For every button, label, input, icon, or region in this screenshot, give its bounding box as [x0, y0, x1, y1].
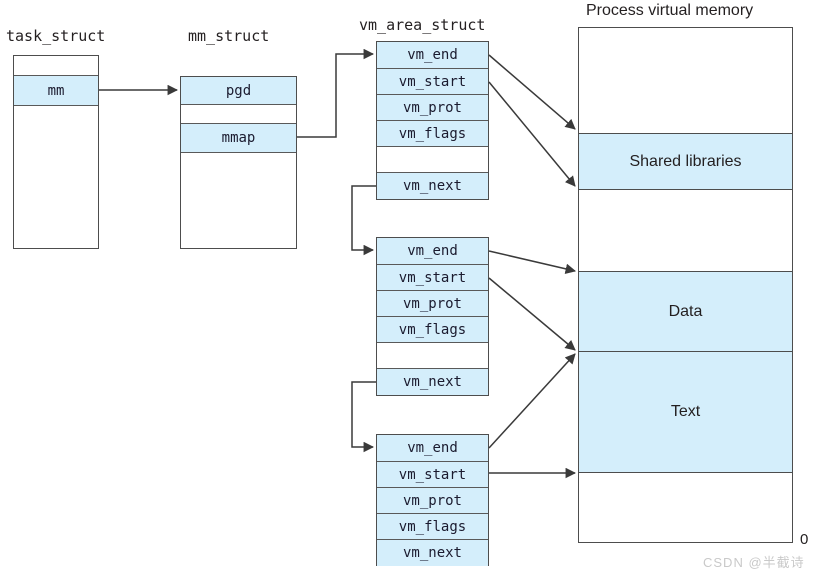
vma-3-row-vm-start: vm_start — [377, 462, 488, 488]
process-virtual-memory-title: Process virtual memory — [586, 2, 754, 19]
segment-text: Text — [579, 351, 792, 473]
mm-struct-row-1 — [181, 105, 296, 124]
task-struct-row-2 — [14, 106, 98, 247]
vma-2-row-vm-start: vm_start — [377, 265, 488, 291]
vma-3-row-vm-prot: vm_prot — [377, 488, 488, 514]
vma-1-row-vm-flags: vm_flags — [377, 121, 488, 147]
vma-3-row-vm-next: vm_next — [377, 540, 488, 566]
arrow-mmap-to-vma1 — [297, 48, 375, 138]
vm-area-struct-3-box: vm_end vm_start vm_prot vm_flags vm_next — [376, 434, 489, 566]
zero-address-label: 0 — [800, 531, 809, 548]
vma-1-row-vm-prot: vm_prot — [377, 95, 488, 121]
task-struct-title: task_struct — [6, 27, 106, 45]
arrow-vma1-start-to-memory — [488, 81, 576, 187]
vma-1-row-blank — [377, 147, 488, 173]
segment-data: Data — [579, 271, 792, 351]
mm-struct-box: pgd mmap — [180, 76, 297, 249]
vma-3-row-vm-flags: vm_flags — [377, 514, 488, 540]
vma-1-row-vm-next: vm_next — [377, 173, 488, 199]
vma-2-row-vm-next: vm_next — [377, 369, 488, 395]
arrow-vma1-end-to-memory — [488, 54, 576, 130]
segment-shared-libraries: Shared libraries — [579, 133, 792, 190]
vma-1-row-vm-start: vm_start — [377, 69, 488, 95]
vm-area-struct-1-box: vm_end vm_start vm_prot vm_flags vm_next — [376, 41, 489, 200]
arrow-vma3-end-to-memory — [488, 353, 576, 449]
task-struct-row-0 — [14, 56, 98, 76]
task-struct-row-mm: mm — [14, 76, 98, 106]
arrow-vma2-next-to-vma3 — [351, 381, 376, 453]
mm-struct-row-mmap: mmap — [181, 124, 296, 153]
vma-2-row-vm-end: vm_end — [377, 238, 488, 265]
arrow-vma2-end-to-memory — [488, 250, 577, 274]
vma-2-row-vm-flags: vm_flags — [377, 317, 488, 343]
mm-struct-row-3 — [181, 153, 296, 248]
vm-area-struct-title: vm_area_struct — [359, 16, 486, 34]
vma-2-row-blank — [377, 343, 488, 369]
vma-2-row-vm-prot: vm_prot — [377, 291, 488, 317]
process-virtual-memory-box: Shared libraries Data Text — [578, 27, 793, 543]
vma-3-row-vm-end: vm_end — [377, 435, 488, 462]
csdn-watermark: CSDN @半截诗 — [703, 555, 805, 570]
arrow-vma2-start-to-memory — [488, 277, 576, 351]
vm-area-struct-2-box: vm_end vm_start vm_prot vm_flags vm_next — [376, 237, 489, 396]
vma-1-row-vm-end: vm_end — [377, 42, 488, 69]
mm-struct-title: mm_struct — [188, 27, 270, 45]
mm-struct-row-pgd: pgd — [181, 77, 296, 105]
arrow-vma1-next-to-vma2 — [351, 185, 376, 256]
task-struct-box: mm — [13, 55, 99, 249]
